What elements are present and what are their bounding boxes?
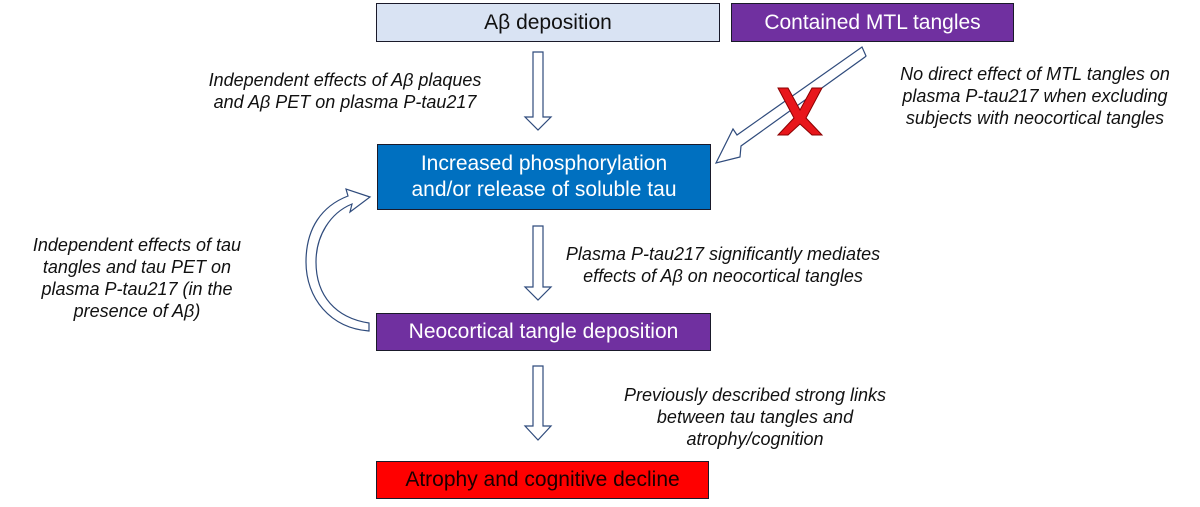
note-line: tangles and tau PET on [42, 257, 232, 277]
arrow-neocortical-to-atrophy [523, 365, 553, 441]
phosphorylation-box: Increased phosphorylation and/or release… [377, 144, 711, 210]
note-line: No direct effect of MTL tangles on [900, 64, 1170, 84]
note-line: subjects with neocortical tangles [905, 108, 1165, 128]
note-mediation: Plasma P-tau217 significantly mediates e… [548, 243, 898, 287]
phosphorylation-label-line-1: Increased phosphorylation [420, 152, 668, 175]
note-line: Independent effects of Aβ plaques [208, 70, 482, 90]
note-line: between tau tangles and [656, 407, 854, 427]
note-ab-effects: Independent effects of Aβ plaques and Aβ… [205, 69, 485, 113]
ab-deposition-box: Aβ deposition [376, 3, 720, 42]
phosphorylation-label-line-2: and/or release of soluble tau [411, 178, 677, 201]
neocortical-tangle-label: Neocortical tangle deposition [408, 320, 679, 343]
note-line: plasma P-tau217 (in the [41, 279, 233, 299]
note-line: Independent effects of tau [32, 235, 242, 255]
neocortical-tangle-box: Neocortical tangle deposition [376, 313, 711, 351]
note-mtl-no-effect: No direct effect of MTL tangles on plasm… [870, 63, 1200, 129]
mtl-tangles-box: Contained MTL tangles [731, 3, 1014, 42]
note-line: Plasma P-tau217 significantly mediates [565, 244, 881, 264]
arrow-phosphorylation-to-neocortical [523, 225, 553, 301]
note-line: presence of Aβ) [73, 301, 201, 321]
arrow-feedback-curve [305, 188, 372, 332]
note-line: atrophy/cognition [686, 429, 824, 449]
note-previous-links: Previously described strong links betwee… [600, 384, 910, 450]
note-line: Previously described strong links [623, 385, 887, 405]
atrophy-box: Atrophy and cognitive decline [376, 461, 709, 499]
atrophy-label: Atrophy and cognitive decline [405, 468, 680, 491]
cross-icon [776, 87, 824, 136]
note-line: and Aβ PET on plasma P-tau217 [213, 92, 477, 112]
note-line: plasma P-tau217 when excluding [902, 86, 1168, 106]
arrow-ab-to-phosphorylation [523, 51, 553, 131]
ab-deposition-label: Aβ deposition [484, 10, 612, 34]
mtl-tangles-label: Contained MTL tangles [764, 10, 981, 34]
note-line: effects of Aβ on neocortical tangles [583, 266, 863, 286]
note-tau-effects: Independent effects of tau tangles and t… [12, 234, 262, 322]
